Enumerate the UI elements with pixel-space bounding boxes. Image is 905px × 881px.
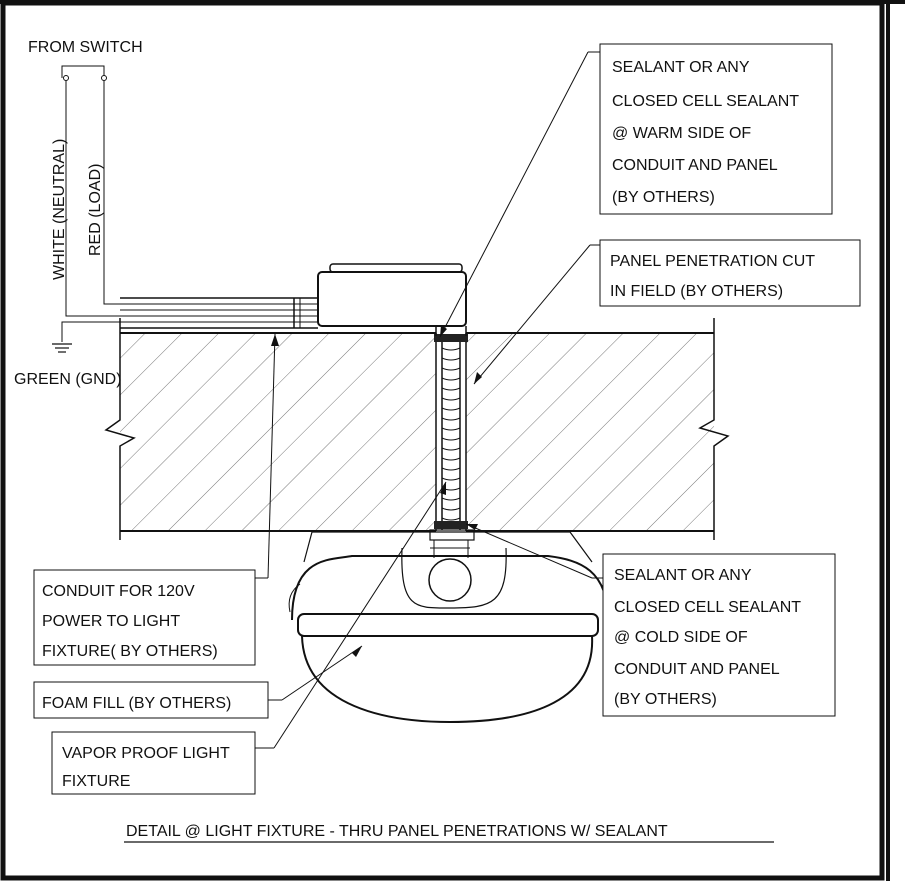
right-break-line (698, 318, 730, 540)
insulated-panel (104, 318, 730, 540)
surface-conduit (120, 297, 318, 329)
red-load-label: RED (LOAD) (87, 164, 104, 256)
callout-boxes (33, 43, 861, 795)
warm-side-sealant (434, 334, 468, 342)
conduit-flex-coil (441, 347, 461, 521)
switch-terminal-red (101, 75, 107, 81)
ground-wire (61, 321, 130, 342)
junction-box (317, 263, 467, 336)
red-load-wire (103, 81, 130, 305)
callout-sealant-cold: SEALANT OR ANY CLOSED CELL SEALANT @ COL… (614, 567, 805, 708)
leader-lines (255, 51, 603, 749)
green-gnd-label: GREEN (GND) (14, 371, 122, 388)
conduit-penetration (434, 334, 468, 530)
wiring (52, 65, 130, 353)
callout-foam-fill: FOAM FILL (BY OTHERS) (42, 695, 231, 712)
callout-sealant-warm: SEALANT OR ANY CLOSED CELL SEALANT @ WAR… (612, 59, 803, 206)
ground-icon (52, 343, 72, 353)
detail-title: DETAIL @ LIGHT FIXTURE - THRU PANEL PENE… (126, 823, 668, 840)
callout-conduit: CONDUIT FOR 120V POWER TO LIGHT FIXTURE(… (42, 583, 218, 660)
left-break-line (104, 318, 136, 540)
light-bulb (428, 558, 472, 602)
switch-terminal-white (63, 75, 69, 81)
from-switch-label: FROM SWITCH (28, 39, 143, 56)
light-fixture (288, 529, 612, 724)
cold-side-sealant (434, 521, 468, 529)
callout-panel-penetration: PANEL PENETRATION CUT IN FIELD (BY OTHER… (610, 253, 819, 300)
white-neutral-wire (65, 81, 130, 317)
white-neutral-label: WHITE (NEUTRAL) (51, 139, 68, 280)
callout-vapor-fixture: VAPOR PROOF LIGHT FIXTURE (62, 745, 234, 790)
